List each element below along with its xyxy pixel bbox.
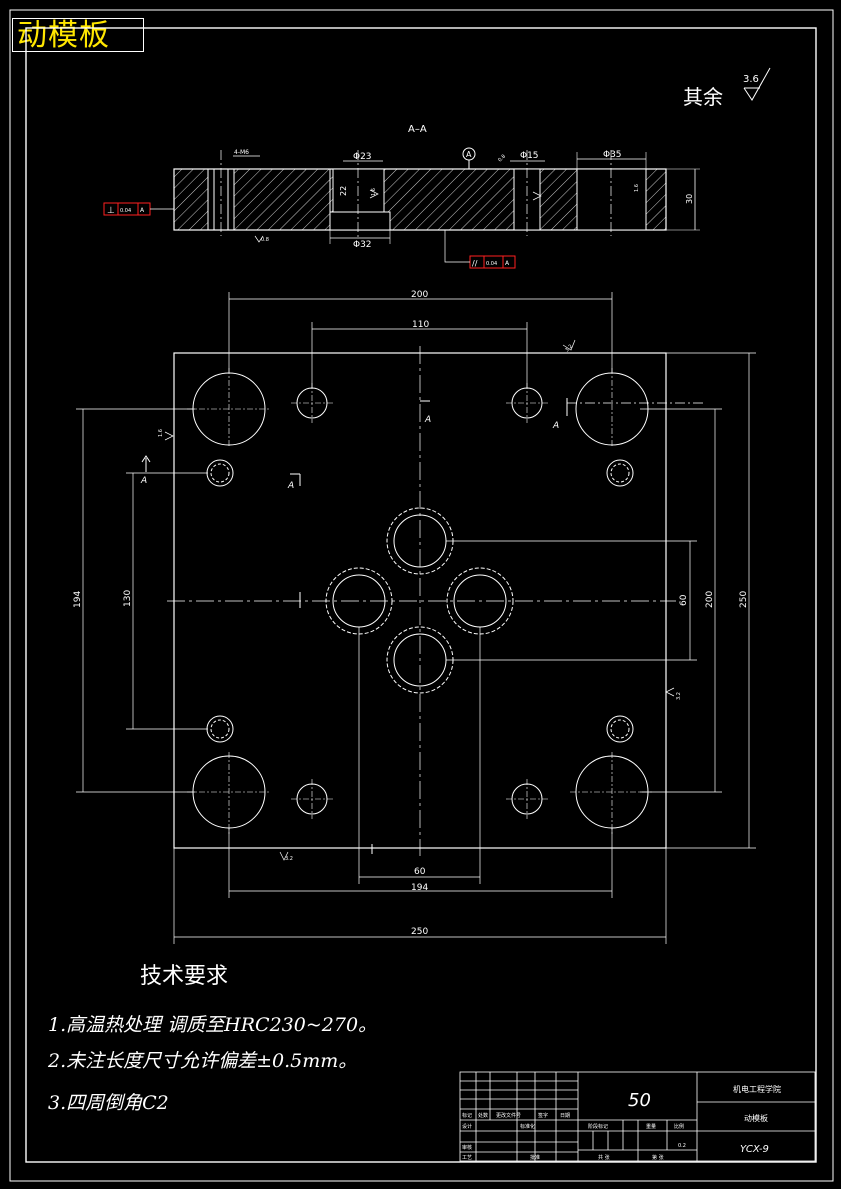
school-name: 机电工程学院 [733, 1084, 781, 1094]
title-block-50: 50 [628, 1090, 651, 1111]
svg-text:0.04: 0.04 [120, 208, 131, 214]
title-block [459, 1071, 816, 1162]
title-block-text: 50 机电工程学院 动模板 YCX-9 0.2 标记 处数 更改文件号 签字 日… [462, 1084, 781, 1161]
dim-200-right: 200 [705, 591, 715, 608]
svg-text:0.04: 0.04 [486, 261, 497, 267]
dim-d23: Φ23 [353, 152, 372, 162]
checker-label: 审核 [462, 1144, 472, 1151]
svg-text:共 张: 共 张 [598, 1154, 610, 1161]
inner-frame [25, 27, 817, 1163]
dim-194-bottom: 194 [411, 883, 428, 893]
rough-d: 1.6 [634, 184, 640, 192]
outer-frame [9, 9, 834, 1182]
dim-200-top: 200 [411, 290, 428, 300]
dim-d15: Φ15 [520, 151, 539, 161]
svg-text:重量: 重量 [646, 1123, 656, 1130]
dim-30: 30 [685, 194, 694, 204]
rough-a: 0.8 [261, 237, 269, 243]
part-name: 动模板 [744, 1113, 768, 1123]
dim-250-right: 250 [739, 591, 749, 608]
designer-label: 设计 [462, 1123, 472, 1130]
general-roughness-note: 其余 3.6 [683, 67, 771, 109]
dim-60-bottom: 60 [414, 867, 426, 877]
rough-b: 0.8 [497, 154, 507, 164]
section-view-a-a: A–A 4-M6 Φ23 Φ15 Φ35 [103, 124, 700, 269]
svg-text:处数: 处数 [478, 1112, 488, 1119]
svg-text:日期: 日期 [560, 1113, 570, 1119]
section-label: A–A [408, 124, 427, 135]
ratio-value: 0.2 [678, 1143, 686, 1149]
datum-bubble: A [466, 150, 472, 159]
dim-d35: Φ35 [603, 150, 622, 160]
svg-text://: // [472, 259, 478, 268]
svg-text:更改文件号: 更改文件号 [496, 1112, 521, 1119]
tolerance-perpendicular: ⊥ 0.04 A [103, 202, 174, 216]
svg-text:⊥: ⊥ [107, 206, 115, 216]
tech-item-1: 1.高温热处理 调质至HRC230~270。 [48, 1014, 378, 1036]
dim-110: 110 [412, 320, 429, 330]
tech-item-3: 3.四周倒角C2 [48, 1092, 169, 1114]
cut-marker-left: A [140, 476, 147, 486]
plan-view: A A A A 200 110 194 130 [73, 290, 756, 944]
svg-text:阶段标记: 阶段标记 [588, 1123, 608, 1130]
svg-text:签字: 签字 [538, 1112, 548, 1119]
drawing-title: 动模板 [12, 18, 144, 53]
svg-text:A: A [140, 207, 145, 214]
dim-130: 130 [123, 590, 133, 607]
cut-marker-right: A [552, 421, 559, 431]
drawing-number: YCX-9 [740, 1144, 769, 1155]
dim-d32: Φ32 [353, 240, 372, 250]
dim-60-right: 60 [679, 594, 689, 606]
approve-label: 批准 [530, 1154, 540, 1161]
svg-text:第 张: 第 张 [652, 1154, 664, 1161]
cut-marker-mid: A [287, 481, 294, 491]
rough-left: 1.6 [158, 429, 164, 437]
dim-194-left: 194 [73, 591, 83, 608]
rough-right: 3.2 [676, 692, 682, 700]
tech-item-2: 2.未注长度尺寸允许偏差±0.5mm。 [48, 1050, 358, 1072]
rough-bottom: 3.2 [285, 856, 293, 862]
svg-text:A: A [505, 260, 510, 267]
tolerance-parallel: // 0.04 A [444, 230, 516, 269]
cut-marker-center: A [424, 415, 431, 425]
svg-text:比例: 比例 [674, 1123, 684, 1130]
roughness-label: 其余 [683, 85, 723, 109]
dim-250-bottom: 250 [411, 927, 428, 937]
note-4m6: 4-M6 [234, 149, 249, 156]
roughness-value: 3.6 [743, 74, 759, 85]
craft-label: 工艺 [462, 1155, 472, 1161]
standard-label: 标准化 [520, 1123, 535, 1130]
tech-heading: 技术要求 [140, 964, 229, 989]
svg-text:标记: 标记 [462, 1112, 472, 1119]
dim-22: 22 [339, 186, 348, 196]
